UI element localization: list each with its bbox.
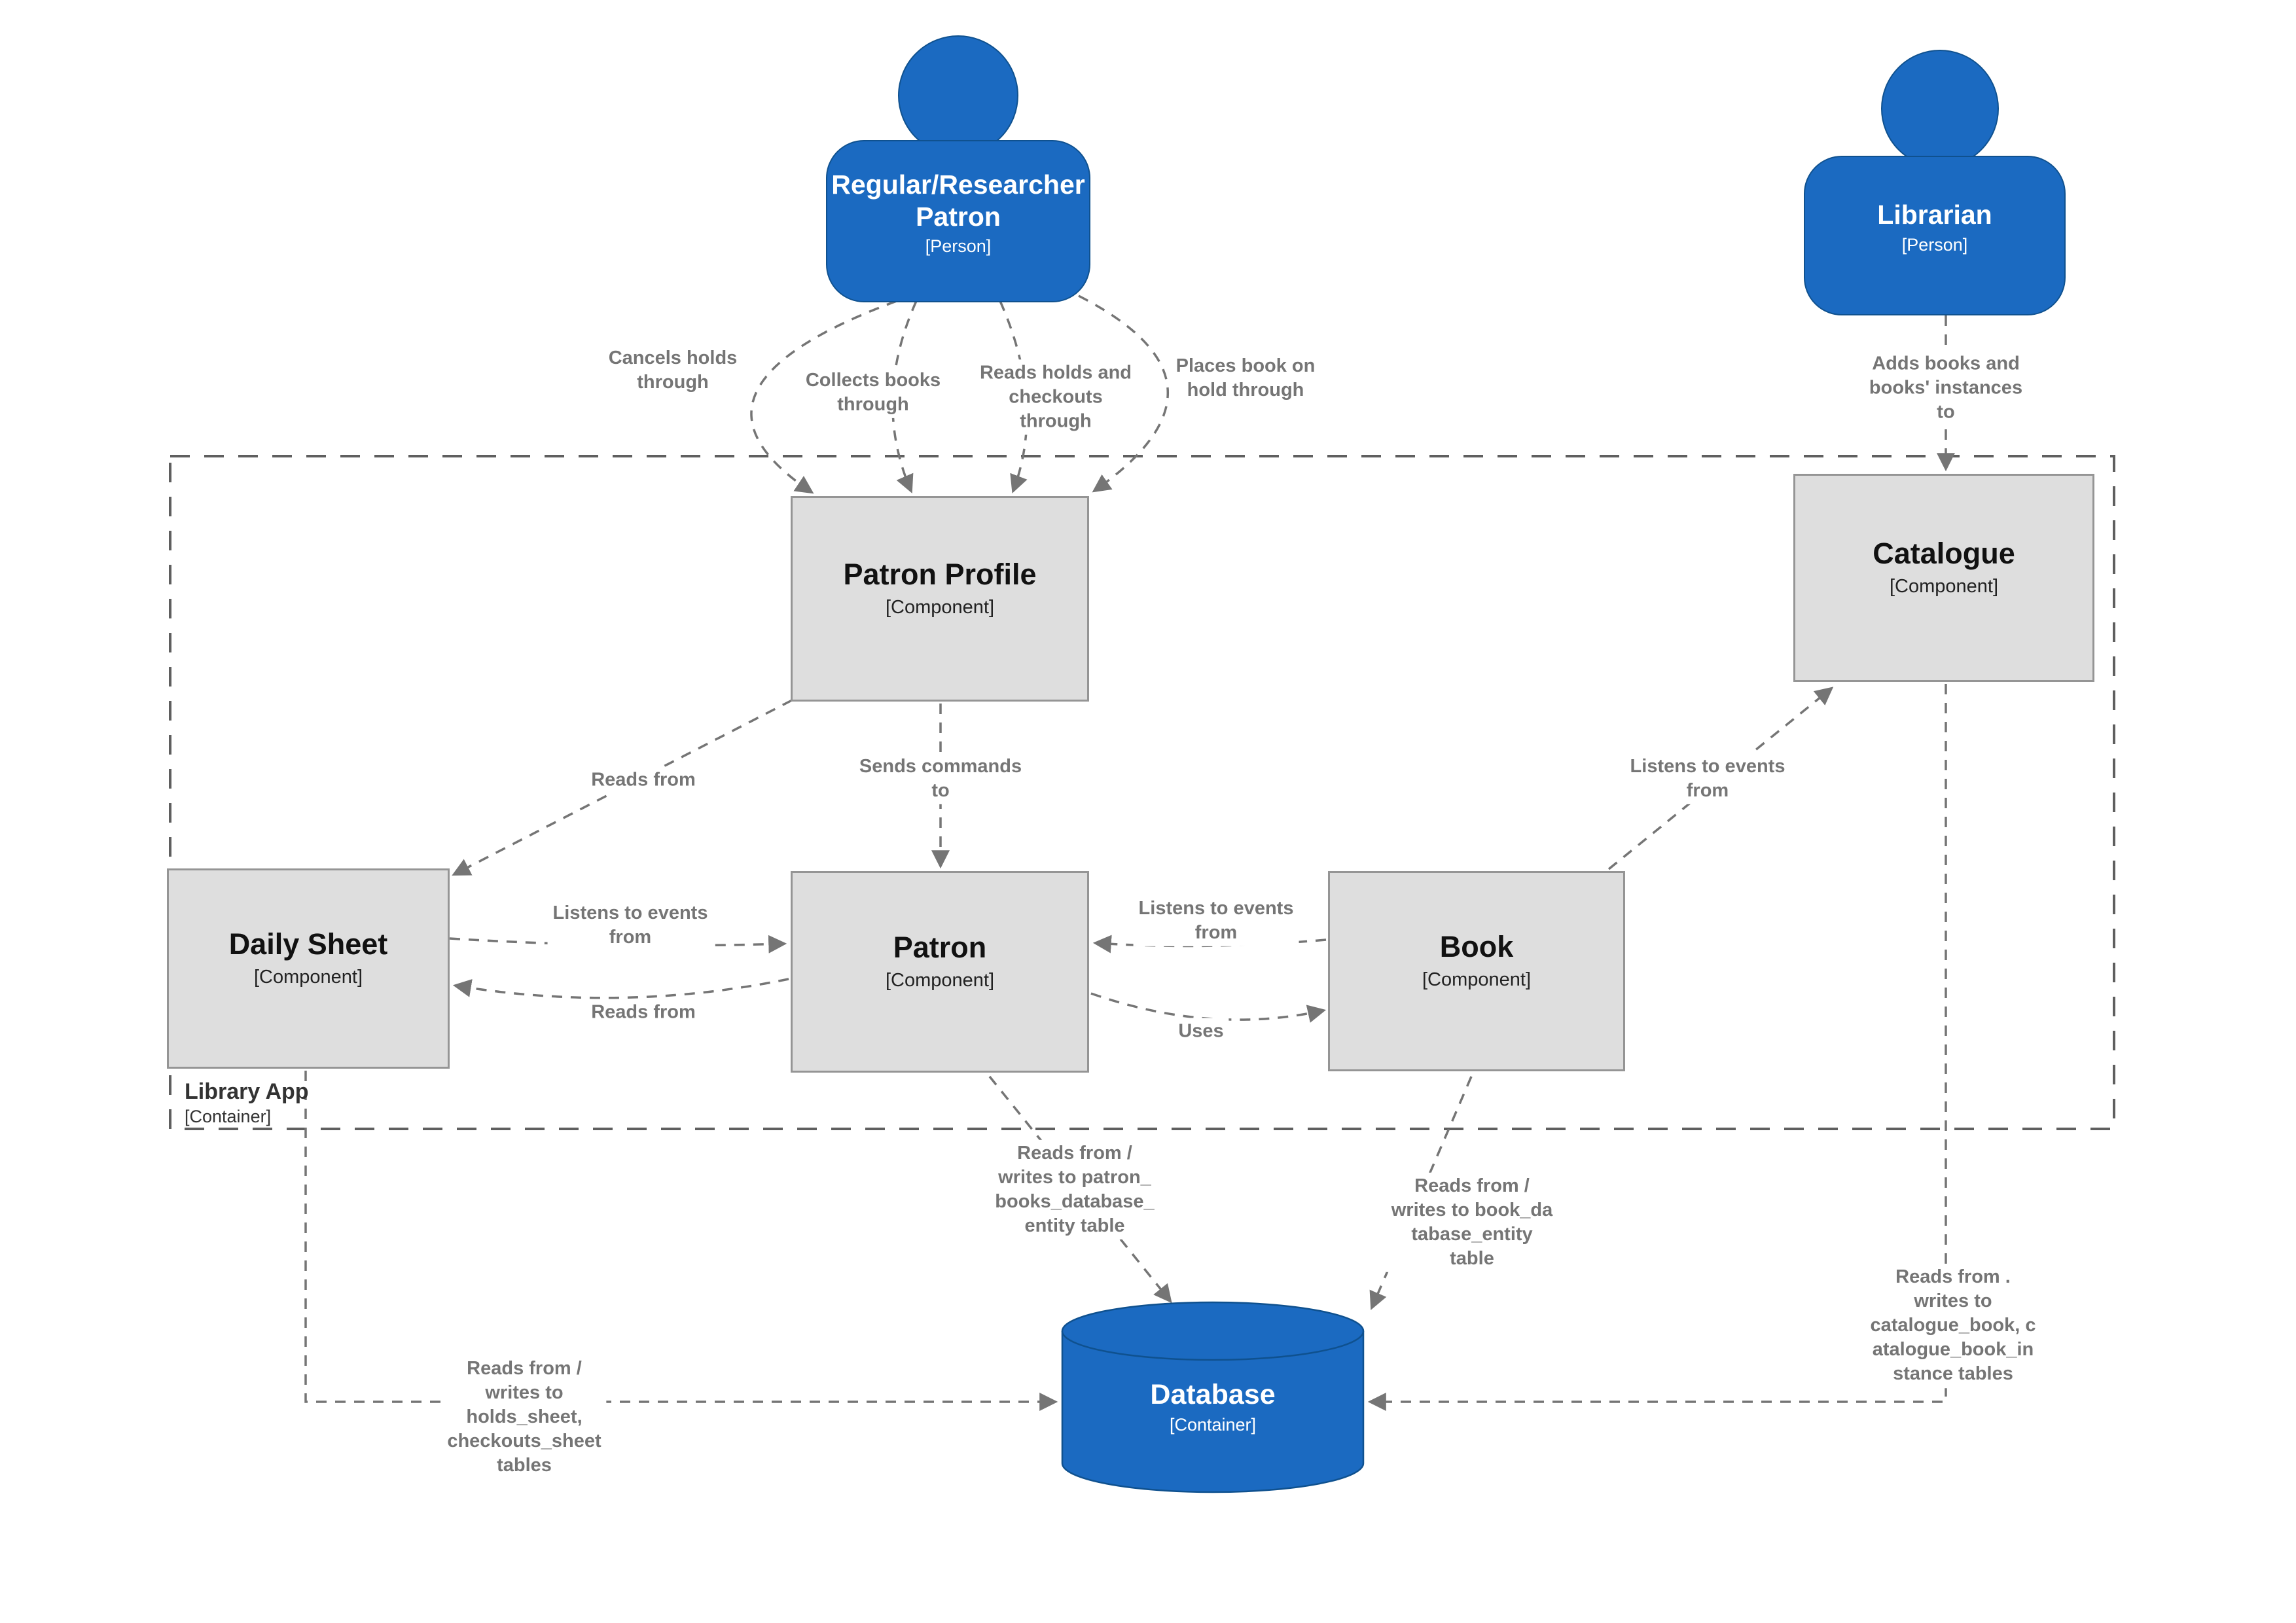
edge-label-reads-from-pp: Reads from: [586, 766, 701, 794]
patron-profile-type: [Component]: [885, 596, 995, 618]
patron-title: Patron: [893, 930, 987, 964]
daily-sheet-title: Daily Sheet: [228, 927, 388, 961]
edge-label-db-patron: Reads from / writes to patron_ books_dat…: [990, 1139, 1160, 1240]
library-app-container-label: Library App [Container]: [185, 1079, 309, 1127]
edge-label-collects-books: Collects books through: [800, 366, 946, 419]
edge-label-db-daily: Reads from / writes to holds_sheet, chec…: [442, 1355, 607, 1480]
regular-patron-person-head-icon: [898, 35, 1018, 156]
edge-label-listens-catalogue: Listens to events from: [1624, 753, 1791, 805]
edge-label-adds-books: Adds books and books' instances to: [1863, 350, 2028, 426]
catalogue-type: [Component]: [1889, 575, 1999, 597]
edge-db-daily: [304, 1071, 1058, 1411]
book-title: Book: [1439, 929, 1514, 963]
edge-db-patron: [988, 1075, 1172, 1304]
librarian-person-head-icon: [1881, 50, 1999, 168]
catalogue-title: Catalogue: [1873, 536, 2015, 570]
edge-label-reads-holds: Reads holds and checkouts through: [974, 359, 1138, 435]
database-title: Database: [1150, 1379, 1276, 1410]
librarian-name: Librarian: [1877, 200, 1992, 230]
book-component-node: Book [Component]: [1328, 871, 1625, 1071]
edge-places-book: [1078, 294, 1170, 493]
database-container-node: Database [Container]: [1062, 1361, 1363, 1453]
library-app-type: [Container]: [185, 1107, 272, 1127]
regular-patron-name: Regular/Researcher Patron: [831, 169, 1085, 232]
regular-patron-type: [Person]: [925, 236, 992, 256]
edge-reads-from-daily: [452, 978, 789, 999]
daily-sheet-component-node: Daily Sheet [Component]: [167, 868, 450, 1069]
edge-label-cancels-holds: Cancels holds through: [603, 344, 743, 397]
edge-label-listens-daily: Listens to events from: [547, 899, 713, 952]
edge-label-db-catalogue: Reads from . writes to catalogue_book, c…: [1865, 1264, 2041, 1388]
catalogue-component-node: Catalogue [Component]: [1793, 474, 2094, 682]
edge-db-catalogue: [1367, 684, 1947, 1411]
database-type: [Container]: [1169, 1415, 1257, 1435]
regular-patron-person-node: Regular/Researcher Patron [Person]: [826, 140, 1090, 302]
book-type: [Component]: [1422, 969, 1532, 990]
edge-label-reads-from-daily: Reads from: [586, 999, 701, 1026]
edge-label-sends-commands: Sends commands to: [853, 753, 1028, 805]
edge-label-listens-patron: Listens to events from: [1133, 895, 1299, 947]
library-app-container-boundary: [169, 455, 2115, 1130]
patron-profile-title: Patron Profile: [843, 557, 1037, 591]
edge-listens-daily: [449, 935, 787, 954]
librarian-type: [Person]: [1901, 234, 1968, 255]
edge-label-db-book: Reads from / writes to book_da tabase_en…: [1386, 1172, 1558, 1273]
patron-type: [Component]: [885, 969, 995, 991]
edge-uses: [1090, 992, 1327, 1023]
database-cylinder: [1061, 1301, 1365, 1493]
librarian-person-node: Librarian [Person]: [1804, 156, 2066, 315]
edge-cancels-holds: [750, 300, 897, 494]
patron-component-node: Patron [Component]: [791, 871, 1089, 1073]
edge-label-uses: Uses: [1173, 1018, 1229, 1045]
edge-label-places-book: Places book on hold through: [1170, 352, 1321, 404]
daily-sheet-type: [Component]: [253, 966, 363, 988]
library-app-title: Library App: [185, 1079, 309, 1104]
patron-profile-component-node: Patron Profile [Component]: [791, 496, 1089, 702]
